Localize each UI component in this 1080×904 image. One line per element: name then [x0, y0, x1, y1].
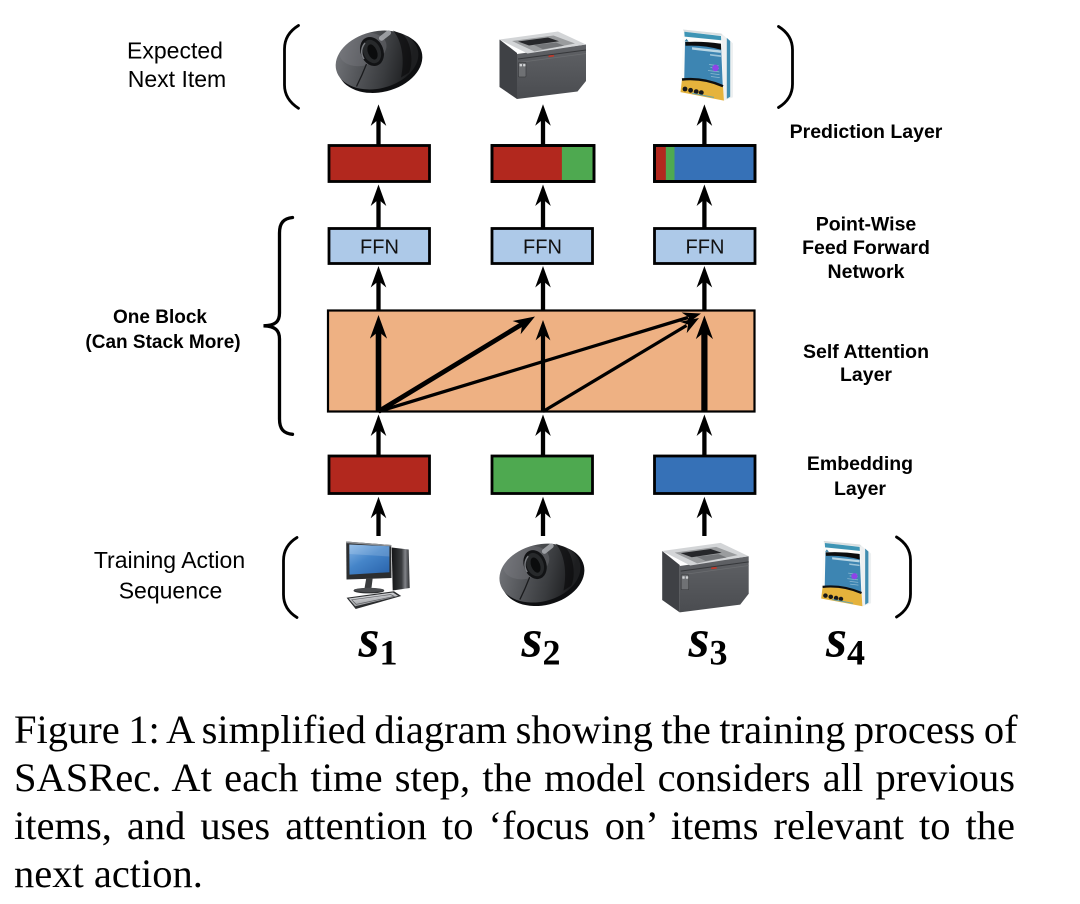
- svg-text:Training Action: Training Action: [94, 547, 245, 573]
- svg-text:Layer: Layer: [834, 478, 886, 500]
- svg-text:FFN: FFN: [686, 236, 725, 258]
- svg-text:s1: s1: [358, 609, 398, 673]
- svg-text:(Can Stack More): (Can Stack More): [85, 332, 240, 353]
- svg-text:s4: s4: [825, 609, 865, 673]
- svg-text:Next Item: Next Item: [128, 66, 226, 92]
- svg-text:Self Attention: Self Attention: [803, 341, 929, 363]
- svg-text:Layer: Layer: [840, 364, 892, 386]
- svg-text:Prediction Layer: Prediction Layer: [790, 121, 943, 143]
- svg-text:s3: s3: [688, 609, 728, 673]
- svg-text:Sequence: Sequence: [119, 578, 223, 604]
- svg-text:One Block: One Block: [113, 307, 207, 328]
- svg-text:Point-Wise: Point-Wise: [816, 214, 917, 236]
- svg-text:FFN: FFN: [523, 236, 562, 258]
- svg-text:Network: Network: [828, 261, 905, 283]
- svg-text:Feed Forward: Feed Forward: [802, 237, 930, 259]
- svg-text:FFN: FFN: [360, 236, 399, 258]
- svg-text:Embedding: Embedding: [807, 453, 913, 475]
- svg-text:Expected: Expected: [127, 38, 223, 64]
- svg-text:s2: s2: [521, 609, 561, 673]
